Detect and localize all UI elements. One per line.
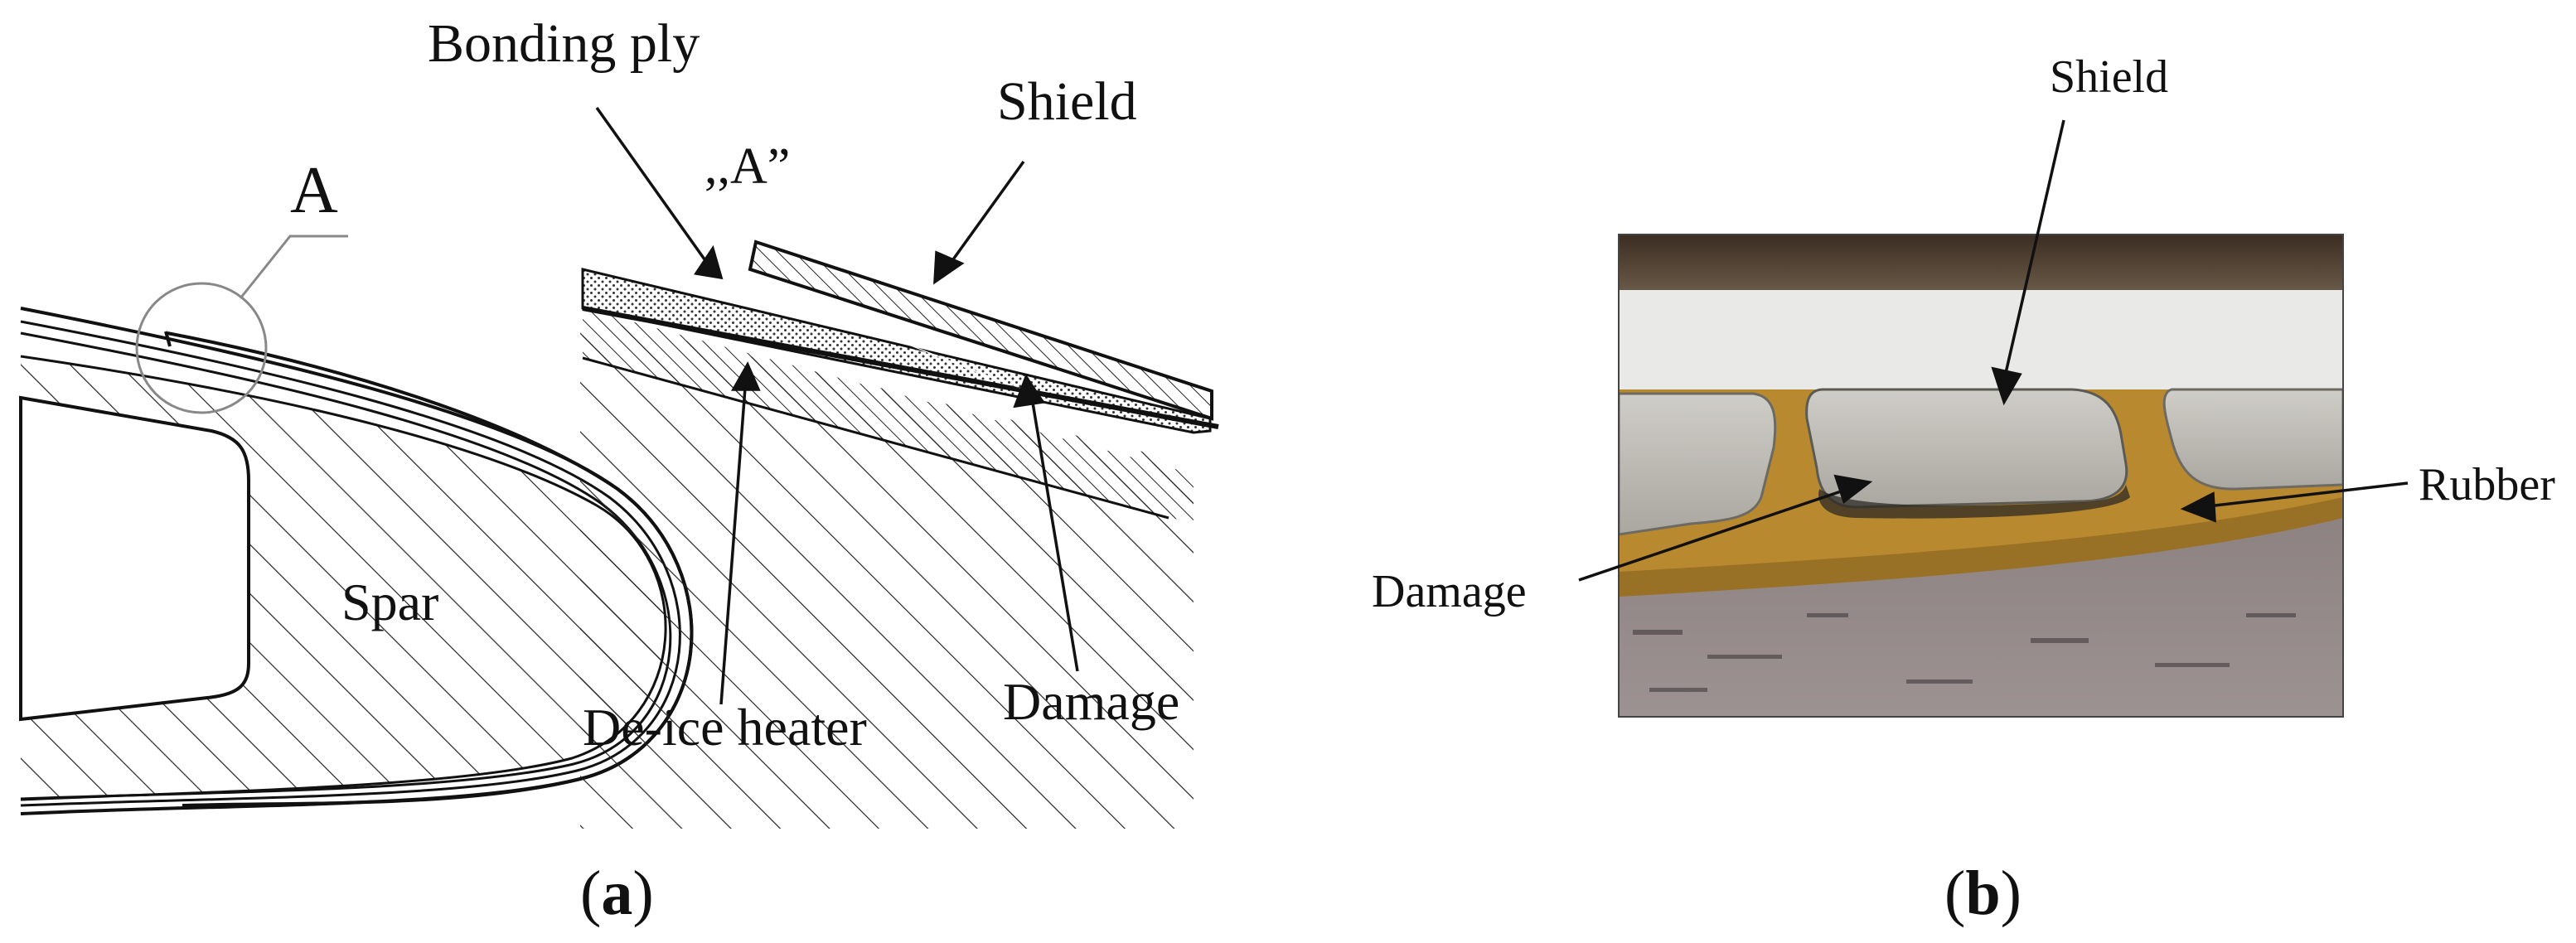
detail-bonding-ply	[581, 268, 1212, 434]
arrow-shield-b	[2004, 119, 2065, 374]
spar-hollow	[19, 395, 250, 722]
label-rubber: Rubber	[2419, 459, 2555, 510]
photo-shield-right	[2162, 388, 2343, 491]
arrow-bonding-ply	[595, 106, 710, 267]
arrowhead-shield-a	[933, 250, 965, 285]
arrow-damage-a	[1030, 397, 1079, 672]
panel-a-arrows	[595, 106, 1079, 705]
arrowhead-de-ice-heater	[730, 361, 761, 391]
label-detail-marker: A	[290, 154, 338, 227]
photo-shield-left	[1619, 392, 1777, 536]
photo-base-texture	[1633, 613, 2296, 692]
arrow-de-ice-heater	[719, 376, 748, 705]
arrowhead-damage-b	[1833, 474, 1873, 504]
panel-b-arrows	[1578, 119, 2409, 582]
caption-b: (b)	[1944, 858, 2022, 928]
caption-a: (a)	[580, 858, 654, 928]
label-bonding-ply: Bonding ply	[428, 13, 700, 74]
label-de-ice-heater: De-ice heater	[583, 698, 867, 757]
label-shield-a: Shield	[997, 71, 1137, 132]
detail-shield	[748, 239, 1213, 421]
photo-white-strip	[1619, 290, 2343, 398]
label-spar: Spar	[341, 573, 439, 631]
arrowhead-bonding-ply	[694, 244, 724, 280]
photo-damage-shadow	[1818, 485, 2130, 519]
detail-circle	[135, 282, 268, 414]
photo-shield-center	[1805, 388, 2128, 509]
arrowhead-shield-b	[1991, 366, 2022, 406]
arrow-shield-a	[947, 160, 1025, 267]
label-shield-b: Shield	[2050, 51, 2169, 103]
label-detail-view: ,,A”	[705, 138, 791, 195]
arrow-rubber	[2200, 481, 2409, 509]
photo-frame	[1618, 234, 2344, 718]
shield-step	[164, 331, 172, 347]
detail-heater-band	[583, 308, 1194, 524]
photo-top-edge	[1619, 235, 2343, 293]
detail-ply-edge	[582, 306, 1219, 429]
detail-leader	[239, 235, 348, 299]
panel-b-photo	[1619, 235, 2343, 717]
label-damage-a: Damage	[1003, 672, 1180, 731]
detail-heater-lower-line	[582, 356, 1169, 520]
arrowhead-damage-a	[1013, 374, 1045, 409]
arrow-damage-b	[1578, 487, 1849, 582]
label-damage-b: Damage	[1372, 566, 1527, 617]
arrowhead-rubber	[2180, 491, 2216, 523]
